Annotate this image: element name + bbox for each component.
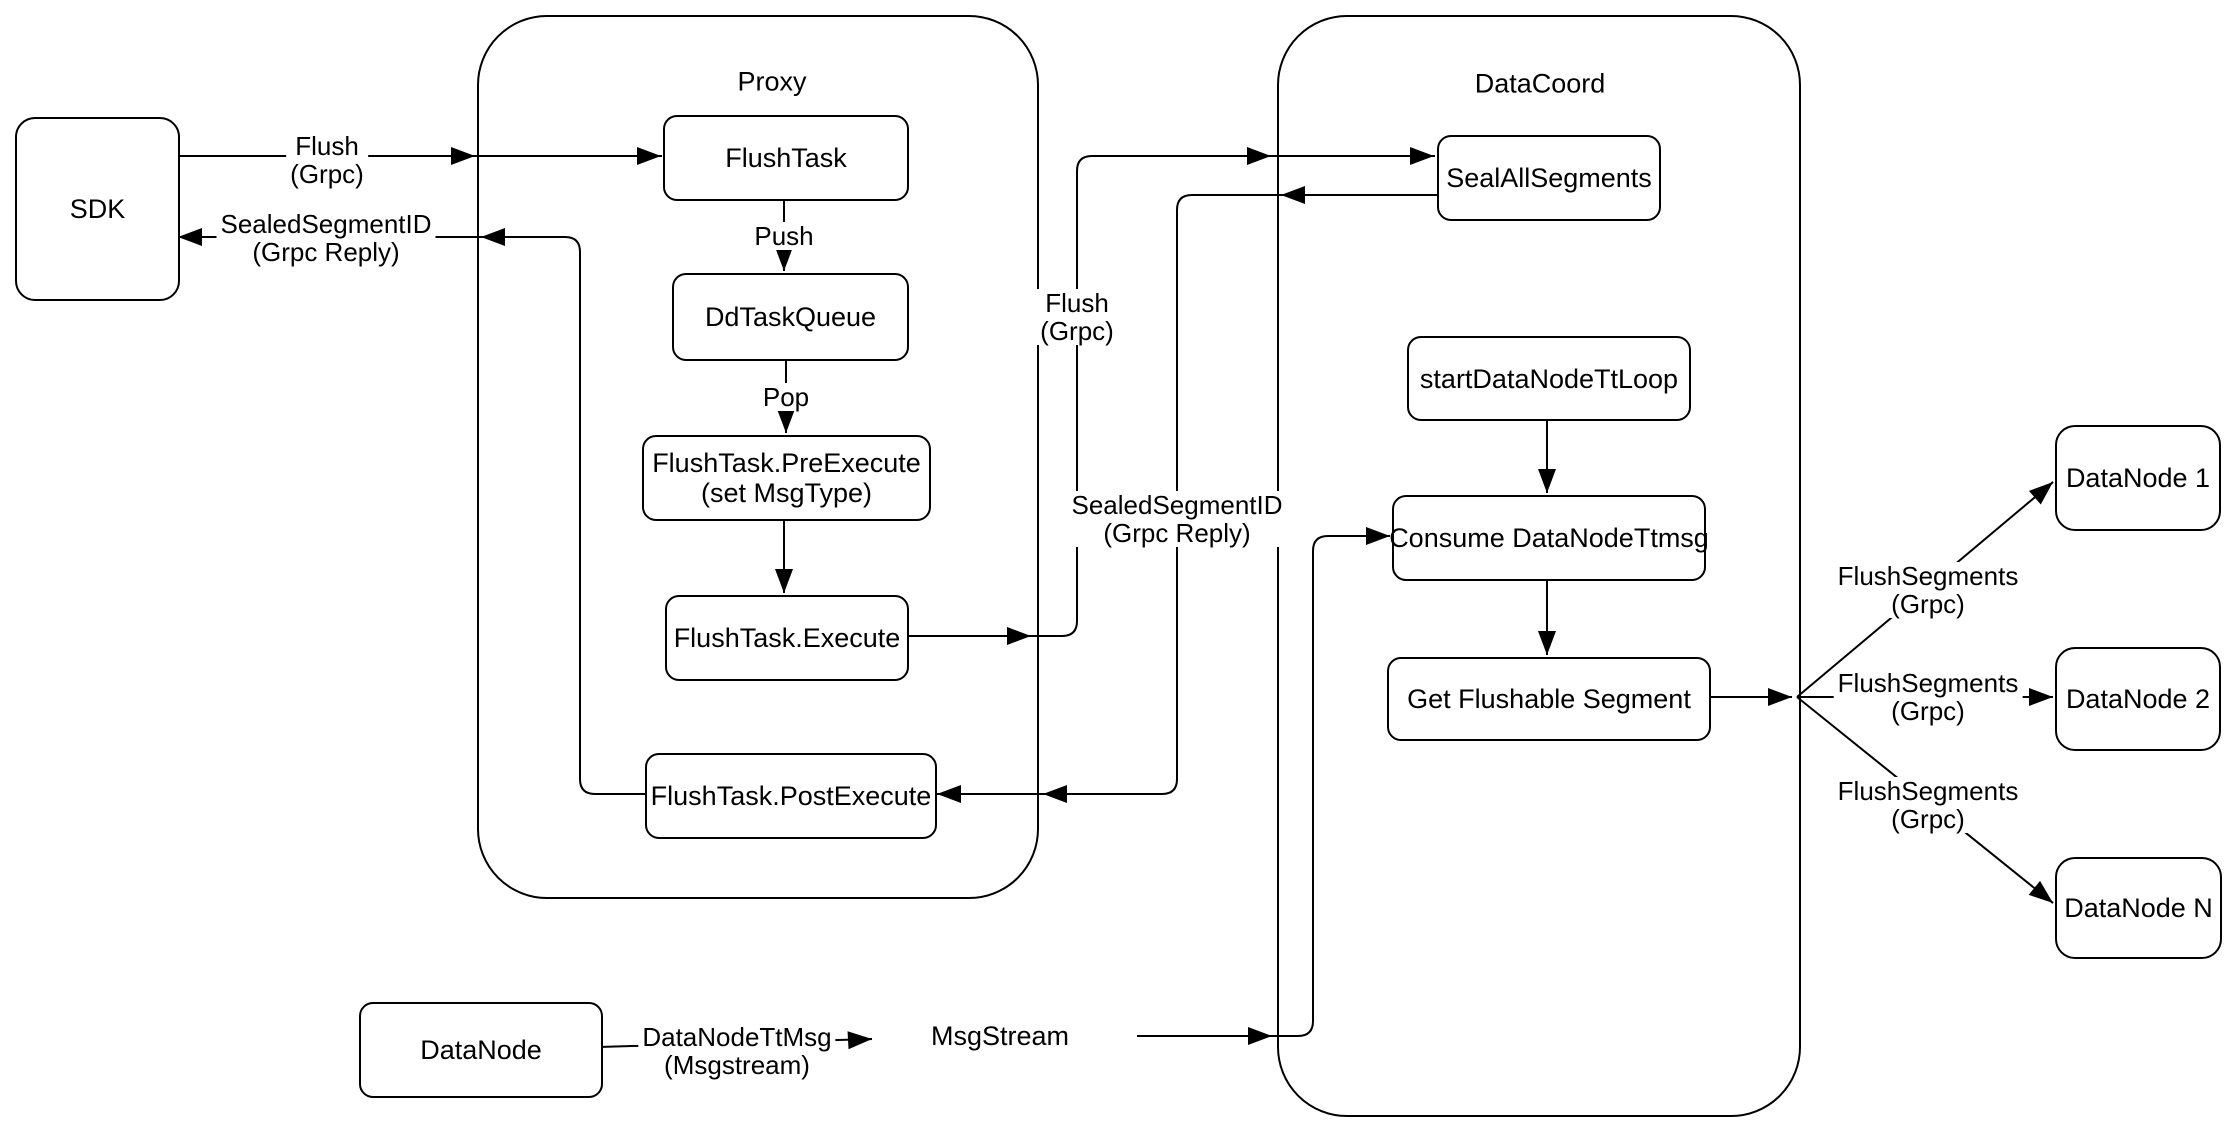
edge-label-sealed-sdk-line2: (Grpc Reply) bbox=[252, 237, 400, 267]
node-preexecute-label-line1: FlushTask.PreExecute bbox=[652, 448, 921, 478]
edge-label-flushsegments-2: FlushSegments (Grpc) bbox=[1833, 668, 2023, 726]
node-flushtask-label: FlushTask bbox=[725, 143, 847, 173]
msgstream-label: MsgStream bbox=[930, 1021, 1070, 1051]
node-execute-label: FlushTask.Execute bbox=[673, 623, 901, 653]
node-preexecute: FlushTask.PreExecute (set MsgType) bbox=[642, 435, 931, 521]
node-startdatanodettloop-label: startDataNodeTtLoop bbox=[1419, 363, 1679, 394]
edge-msgstream-consume bbox=[1137, 535, 1390, 1037]
edge-label-flushsegments-3-line2: (Grpc) bbox=[1891, 804, 1965, 834]
node-sdk: SDK bbox=[15, 117, 180, 301]
node-preexecute-label-line2: (set MsgType) bbox=[700, 478, 873, 508]
node-ddtaskqueue: DdTaskQueue bbox=[672, 273, 909, 361]
edge-label-datanodettmsg-line1: DataNodeTtMsg bbox=[642, 1022, 832, 1052]
node-datanode2: DataNode 2 bbox=[2055, 647, 2221, 751]
node-datanode1: DataNode 1 bbox=[2055, 425, 2221, 531]
edge-label-sealed-mid: SealedSegmentID (Grpc Reply) bbox=[1067, 490, 1287, 548]
edge-label-datanodettmsg-line2: (Msgstream) bbox=[664, 1050, 810, 1080]
node-sdk-label: SDK bbox=[69, 194, 126, 224]
datacoord-container bbox=[1277, 15, 1801, 1117]
edge-label-flushsegments-3: FlushSegments (Grpc) bbox=[1833, 776, 2023, 834]
edge-label-sealed-sdk: SealedSegmentID (Grpc Reply) bbox=[216, 209, 436, 267]
node-datanode-bottom: DataNode bbox=[359, 1002, 603, 1098]
edge-label-datanodettmsg: DataNodeTtMsg (Msgstream) bbox=[638, 1022, 836, 1080]
msgstream-shape bbox=[875, 953, 1137, 1117]
node-datanode2-label: DataNode 2 bbox=[2065, 684, 2211, 714]
edge-label-flush-mid-line1: Flush bbox=[1045, 288, 1109, 318]
arrowhead-datanode1 bbox=[2028, 481, 2054, 505]
arrowhead-datanoden bbox=[2028, 880, 2054, 904]
edge-label-flush-sdk-line2: (Grpc) bbox=[290, 159, 364, 189]
node-execute: FlushTask.Execute bbox=[665, 595, 909, 681]
edge-label-sealed-mid-line1: SealedSegmentID bbox=[1071, 490, 1283, 520]
node-datanoden-label: DataNode N bbox=[2064, 893, 2213, 923]
edge-label-flush-mid-line2: (Grpc) bbox=[1040, 316, 1114, 346]
node-datanoden: DataNode N bbox=[2055, 857, 2222, 959]
edge-label-pop: Pop bbox=[758, 382, 814, 412]
datacoord-title: DataCoord bbox=[1474, 68, 1606, 99]
edge-label-flush-sdk: Flush (Grpc) bbox=[286, 132, 368, 188]
edge-label-flushsegments-1-line1: FlushSegments bbox=[1837, 561, 2019, 591]
edge-label-flushsegments-2-line2: (Grpc) bbox=[1891, 696, 1965, 726]
node-sealallsegments-label: SealAllSegments bbox=[1446, 163, 1652, 193]
edge-label-flush-mid: Flush (Grpc) bbox=[1036, 289, 1118, 345]
node-postexecute-label: FlushTask.PostExecute bbox=[650, 781, 932, 811]
edge-label-sealed-sdk-line1: SealedSegmentID bbox=[220, 209, 432, 239]
proxy-container bbox=[477, 15, 1039, 899]
node-getflushablesegment: Get Flushable Segment bbox=[1387, 657, 1711, 741]
edge-label-sealed-mid-line2: (Grpc Reply) bbox=[1103, 518, 1251, 548]
edge-label-flushsegments-3-line1: FlushSegments bbox=[1837, 776, 2019, 806]
proxy-title: Proxy bbox=[737, 66, 807, 97]
node-sealallsegments: SealAllSegments bbox=[1437, 135, 1661, 221]
edge-label-flushsegments-1-line2: (Grpc) bbox=[1891, 589, 1965, 619]
edge-label-flushsegments-2-line1: FlushSegments bbox=[1837, 668, 2019, 698]
edge-label-push-line1: Push bbox=[754, 221, 814, 251]
edge-execute-sealallsegments bbox=[905, 155, 1435, 637]
arrowhead-datanode-msgstream bbox=[847, 1031, 873, 1050]
node-consumedatanodettmsg-label: Consume DataNodeTtmsg bbox=[1389, 523, 1709, 553]
node-datanode1-label: DataNode 1 bbox=[2065, 463, 2211, 493]
edge-label-flush-sdk-line1: Flush bbox=[295, 131, 359, 161]
node-ddtaskqueue-label: DdTaskQueue bbox=[704, 302, 877, 332]
edge-label-pop-line1: Pop bbox=[762, 382, 810, 412]
node-datanode-bottom-label: DataNode bbox=[420, 1035, 542, 1065]
node-consumedatanodettmsg: Consume DataNodeTtmsg bbox=[1389, 495, 1709, 581]
edge-label-flushsegments-1: FlushSegments (Grpc) bbox=[1833, 561, 2023, 619]
node-getflushablesegment-label: Get Flushable Segment bbox=[1407, 684, 1691, 714]
node-postexecute: FlushTask.PostExecute bbox=[645, 753, 937, 839]
edge-label-push: Push bbox=[750, 221, 818, 251]
node-flushtask: FlushTask bbox=[663, 115, 909, 201]
node-startdatanodettloop: startDataNodeTtLoop bbox=[1407, 336, 1691, 421]
edge-postexecute-sdk bbox=[178, 236, 645, 795]
